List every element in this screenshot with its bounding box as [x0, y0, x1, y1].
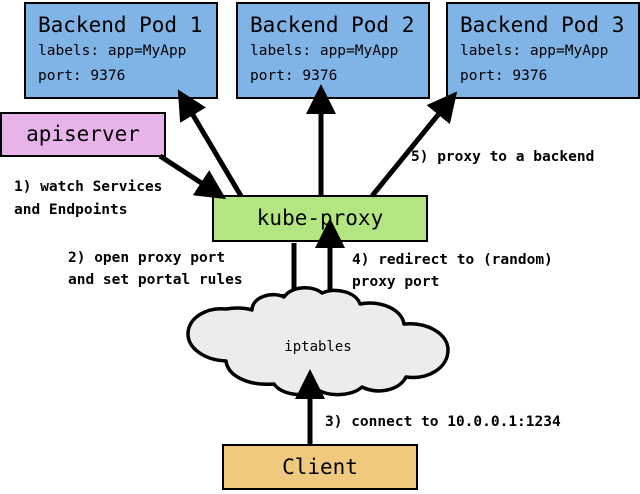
- pod-1-labels: labels: app=MyApp: [38, 42, 187, 59]
- step-5: 5) proxy to a backend: [411, 149, 595, 165]
- pod-2-port: port: 9376: [250, 67, 338, 84]
- pod-3-title: Backend Pod 3: [460, 12, 625, 37]
- step-4-line-1: 4) redirect to (random): [352, 252, 553, 268]
- pod-1-port: port: 9376: [38, 67, 126, 84]
- step-2-line-2: and set portal rules: [68, 272, 243, 288]
- pod-1-title: Backend Pod 1: [38, 12, 203, 37]
- node-apiserver[interactable]: apiserver: [0, 112, 166, 157]
- node-backend-pod-1[interactable]: Backend Pod 1 labels: app=MyApp port: 93…: [24, 2, 218, 99]
- pod-3-port: port: 9376: [460, 67, 548, 84]
- node-backend-pod-2[interactable]: Backend Pod 2 labels: app=MyApp port: 93…: [236, 2, 430, 99]
- pod-2-title: Backend Pod 2: [250, 12, 415, 37]
- step-1-line-1: 1) watch Services: [14, 179, 163, 195]
- iptables-label: iptables: [284, 339, 352, 355]
- step-3: 3) connect to 10.0.0.1:1234: [325, 414, 561, 430]
- pod-2-labels: labels: app=MyApp: [250, 42, 399, 59]
- node-backend-pod-3[interactable]: Backend Pod 3 labels: app=MyApp port: 93…: [446, 2, 640, 99]
- pod-3-labels: labels: app=MyApp: [460, 42, 609, 59]
- edge-kube-proxy-to-pod-1: [177, 89, 244, 198]
- kube-proxy-label: kube-proxy: [256, 206, 384, 230]
- client-label: Client: [282, 454, 358, 479]
- apiserver-label: apiserver: [26, 122, 140, 146]
- edge-apiserver-to-kube-proxy: [158, 153, 227, 200]
- step-2-line-1: 2) open proxy port: [68, 250, 226, 266]
- edge-kube-proxy-to-pod-3: [370, 91, 458, 198]
- step-4-line-2: proxy port: [352, 274, 440, 290]
- node-client[interactable]: Client: [222, 444, 418, 490]
- node-iptables-cloud[interactable]: [186, 286, 450, 397]
- step-1-line-2: and Endpoints: [14, 202, 128, 218]
